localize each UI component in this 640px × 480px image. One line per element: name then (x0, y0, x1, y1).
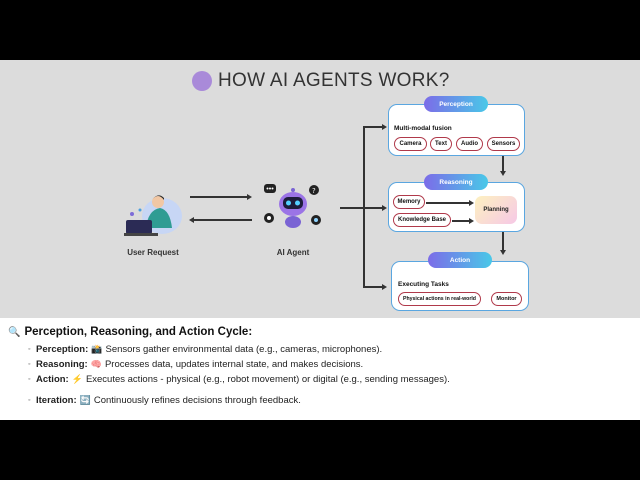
note-label: Perception: (36, 344, 89, 355)
chip-monitor: Monitor (491, 292, 522, 306)
action-label: Executing Tasks (398, 281, 449, 288)
user-at-laptop-icon (118, 190, 188, 240)
robot-agent-icon: ? (262, 180, 324, 232)
kb-to-planning-arrow (452, 220, 470, 222)
perception-box: Multi-modal fusion Camera Text Audio Sen… (388, 104, 525, 156)
chip-sensors: Sensors (487, 137, 520, 151)
connector-to-perception-head (382, 123, 387, 130)
title-block: HOW AI AGENTS WORK? (192, 68, 450, 94)
note-text: Continuously refines decisions through f… (93, 395, 301, 406)
magnifier-icon: 🔍 (8, 326, 21, 338)
connector-to-action (363, 286, 383, 288)
ai-agent-caption: AI Agent (276, 248, 310, 257)
slide: HOW AI AGENTS WORK? User Request (0, 60, 640, 420)
memory-to-planning-arrow (426, 202, 470, 204)
reasoning-header: Reasoning (424, 174, 488, 190)
note-text: Sensors gather environmental data (e.g.,… (105, 344, 383, 355)
request-arrow-head (247, 193, 252, 200)
camera-icon: 📸 (91, 344, 103, 354)
notes-heading: 🔍 Perception, Reasoning, and Action Cycl… (8, 324, 632, 340)
chip-audio: Audio (456, 137, 483, 151)
note-label: Action: (36, 374, 69, 385)
action-box: Executing Tasks Physical actions in real… (391, 261, 529, 311)
response-arrow-head (189, 216, 194, 223)
request-arrow (190, 196, 248, 198)
bullet-icon: ◦ (28, 397, 31, 404)
perception-label: Multi-modal fusion (394, 125, 452, 132)
note-reasoning: ◦ Reasoning: 🧠 Processes data, updates i… (28, 358, 364, 371)
lightning-icon: ⚡ (71, 374, 83, 384)
arrow-perception-to-reasoning (502, 156, 504, 172)
diagram-area: HOW AI AGENTS WORK? User Request (0, 60, 640, 318)
action-header: Action (428, 252, 492, 268)
note-text: Processes data, updates internal state, … (104, 359, 364, 370)
note-label: Iteration: (36, 395, 77, 406)
bullet-icon: ◦ (28, 346, 31, 353)
notes-section: 🔍 Perception, Reasoning, and Action Cycl… (8, 324, 632, 406)
refresh-icon: 🔄 (79, 395, 91, 405)
perception-header: Perception (424, 96, 488, 112)
planning-block: Planning (475, 196, 517, 224)
chip-camera: Camera (394, 137, 427, 151)
note-iteration: ◦ Iteration: 🔄 Continuously refines deci… (28, 394, 301, 407)
connector-stem (340, 207, 364, 209)
arrow-reasoning-to-action-head (499, 250, 506, 255)
bullet-icon: ◦ (28, 376, 31, 383)
memory-to-planning-head (469, 199, 474, 206)
chip-physical-actions: Physical actions in real-world (398, 292, 481, 306)
notes-heading-text: Perception, Reasoning, and Action Cycle: (24, 326, 253, 338)
arrow-reasoning-to-action (502, 232, 504, 251)
note-action: ◦ Action: ⚡ Executes actions - physical … (28, 373, 450, 386)
note-perception: ◦ Perception: 📸 Sensors gather environme… (28, 343, 383, 356)
connector-to-reasoning (363, 207, 383, 209)
svg-text:?: ? (312, 187, 316, 195)
reasoning-box: Memory Knowledge Base Planning (388, 182, 525, 232)
connector-to-action-head (382, 283, 387, 290)
chip-text: Text (430, 137, 452, 151)
chip-memory: Memory (393, 195, 425, 209)
connector-to-perception (363, 126, 383, 128)
chip-knowledge-base: Knowledge Base (393, 213, 451, 227)
kb-to-planning-head (469, 217, 474, 224)
bullet-icon: ◦ (28, 361, 31, 368)
connector-trunk (363, 126, 365, 287)
circle-bullet-icon (192, 71, 212, 91)
note-text: Executes actions - physical (e.g., robot… (85, 374, 450, 385)
note-label: Reasoning: (36, 359, 88, 370)
arrow-perception-to-reasoning-head (499, 171, 506, 176)
page-title: HOW AI AGENTS WORK? (218, 70, 450, 91)
brain-icon: 🧠 (90, 359, 102, 369)
connector-to-reasoning-head (382, 204, 387, 211)
response-arrow (194, 219, 252, 221)
user-request-caption: User Request (127, 248, 179, 257)
